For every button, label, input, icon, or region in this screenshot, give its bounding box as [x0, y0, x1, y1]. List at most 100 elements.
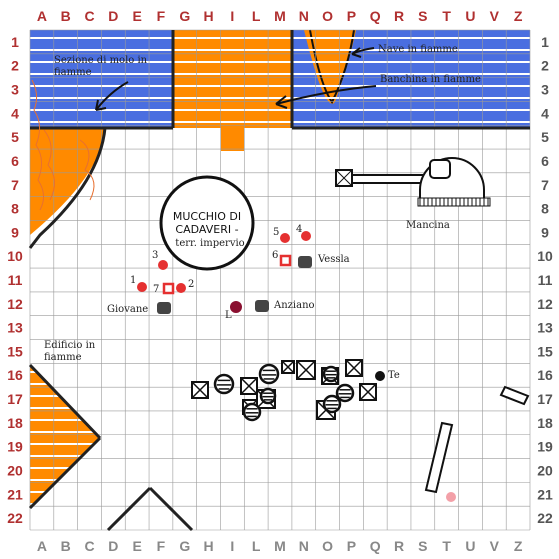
map-grid [29, 29, 531, 531]
logs [424, 385, 530, 494]
col-label-bottom: A [37, 538, 47, 554]
col-label-bottom: L [252, 538, 261, 554]
row-label-right: 17 [537, 391, 553, 407]
label-banchina: Banchina in fiamme [380, 74, 481, 85]
num-2: 2 [188, 279, 194, 290]
col-label-bottom: H [204, 538, 214, 554]
row-label-right: 15 [537, 343, 553, 359]
row-label-left: 21 [7, 486, 23, 502]
token-ally-5[interactable] [280, 233, 290, 243]
col-label-top: O [322, 8, 333, 24]
col-label-bottom: M [274, 538, 286, 554]
num-3: 3 [152, 250, 158, 261]
label-te: Te [388, 370, 400, 381]
col-label-top: T [442, 8, 451, 24]
token-ally-1[interactable] [137, 282, 147, 292]
token-leader[interactable] [230, 301, 242, 313]
col-label-bottom: D [108, 538, 118, 554]
row-label-right: 18 [537, 415, 553, 431]
label-edificio-2: fiamme [44, 352, 82, 363]
barrel-icon [322, 394, 342, 414]
tokens[interactable] [137, 231, 456, 502]
row-label-left: 15 [7, 343, 23, 359]
row-label-left: 10 [7, 248, 23, 264]
row-label-left: 17 [7, 391, 23, 407]
row-label-right: 21 [537, 486, 553, 502]
barrel-icon [258, 363, 280, 385]
mancina-machine[interactable] [335, 157, 491, 207]
row-label-left: 3 [11, 82, 19, 98]
row-label-left: 20 [7, 462, 23, 478]
corpse-pile[interactable]: MUCCHIO DI CADAVERI - terr. impervio [159, 175, 255, 271]
label-giovane: Giovane [107, 304, 148, 315]
token-ally-7[interactable] [162, 282, 175, 295]
col-label-bottom: G [179, 538, 190, 554]
num-6: 6 [272, 250, 278, 261]
col-label-bottom: P [347, 538, 356, 554]
col-label-top: V [490, 8, 500, 24]
col-label-bottom: B [61, 538, 71, 554]
col-label-top: H [204, 8, 214, 24]
num-4: 4 [296, 224, 302, 235]
col-label-bottom: Z [514, 538, 523, 554]
col-label-top: F [157, 8, 166, 24]
barrel-icon [322, 365, 340, 383]
crate-icon [240, 377, 258, 395]
token-ally-3[interactable] [158, 260, 168, 270]
col-label-top: R [394, 8, 404, 24]
token-ally-4[interactable] [301, 231, 311, 241]
flame-squiggles [31, 79, 95, 211]
row-label-right: 6 [541, 153, 549, 169]
col-label-bottom: I [230, 538, 234, 554]
corpse-pile-label-3: terr. impervio [175, 238, 244, 249]
token-vessla[interactable] [298, 256, 312, 268]
crate-icon [345, 359, 363, 377]
label-vessla: Vessla [317, 254, 350, 265]
token-giovane[interactable] [157, 302, 171, 314]
row-label-right: 22 [537, 510, 553, 526]
token-te[interactable] [375, 371, 385, 381]
row-label-left: 12 [7, 296, 23, 312]
token-unknown[interactable] [446, 492, 456, 502]
row-label-right: 3 [541, 82, 549, 98]
col-label-top: P [347, 8, 356, 24]
label-anziano: Anziano [273, 300, 315, 311]
label-nave: Nave in fiamme [378, 44, 458, 55]
ship-on-fire [304, 29, 356, 104]
col-label-top: D [108, 8, 118, 24]
row-label-right: 20 [537, 462, 553, 478]
row-label-left: 13 [7, 320, 23, 336]
col-label-bottom: N [299, 538, 309, 554]
col-label-top: N [299, 8, 309, 24]
token-ally-2[interactable] [176, 283, 186, 293]
col-label-bottom: U [465, 538, 475, 554]
corpse-pile-label-1: MUCCHIO DI [173, 210, 241, 223]
col-label-bottom: S [418, 538, 427, 554]
crate-icon [359, 383, 377, 401]
row-label-right: 13 [537, 320, 553, 336]
pier-fire-block [173, 30, 292, 151]
row-label-right: 9 [541, 224, 549, 240]
col-label-top: B [61, 8, 71, 24]
row-label-right: 12 [537, 296, 553, 312]
crate-icon [296, 360, 316, 380]
corpse-pile-label-2: CADAVERI - [175, 223, 238, 236]
col-label-top: M [274, 8, 286, 24]
token-ally-6[interactable] [279, 254, 292, 267]
row-label-left: 8 [11, 201, 19, 217]
row-label-left: 9 [11, 224, 19, 240]
row-label-right: 5 [541, 129, 549, 145]
token-anziano[interactable] [255, 300, 269, 312]
obstacles-group [191, 359, 377, 422]
burning-pier-left [30, 128, 105, 235]
col-label-bottom: F [157, 538, 166, 554]
col-label-top: A [37, 8, 47, 24]
row-label-left: 5 [11, 129, 19, 145]
annotations: Sezione di molo in fiamme Nave in fiamme… [44, 44, 481, 381]
barrel-icon [259, 387, 277, 405]
crate-icon [281, 360, 295, 374]
